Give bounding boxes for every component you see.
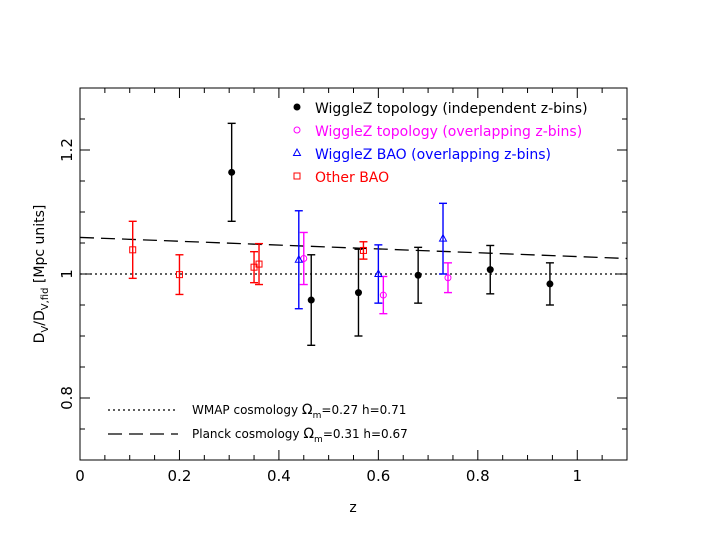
- legend: WiggleZ topology (independent z-bins) Wig…: [292, 101, 588, 186]
- marker-open-triangle: [294, 254, 304, 263]
- x-tick-label: 1: [572, 467, 582, 485]
- data-point: [414, 246, 423, 304]
- data-point: [227, 122, 236, 223]
- marker-filled-circle: [546, 280, 554, 288]
- legend-label: WiggleZ topology (overlapping z-bins): [315, 124, 582, 140]
- planck-dashed-line: [79, 236, 628, 260]
- data-point: [443, 262, 452, 294]
- axis-ticks: 0 0.2 0.4 0.6 0.8 1 0.8 1 1.2: [58, 88, 628, 485]
- legend-label: Other BAO: [315, 170, 389, 186]
- data-point: [486, 244, 495, 295]
- x-axis-label: z: [349, 500, 356, 516]
- marker-open-square: [255, 260, 263, 268]
- data-point: [359, 241, 368, 260]
- data-point: [255, 242, 264, 286]
- marker-filled-circle: [486, 266, 494, 274]
- data-point: [438, 202, 448, 275]
- marker-open-square: [359, 246, 367, 254]
- legend-label: WiggleZ topology (independent z-bins): [315, 101, 588, 117]
- reference-lines: [79, 236, 628, 275]
- marker-filled-circle: [228, 168, 236, 176]
- y-tick-label: 0.8: [58, 386, 76, 410]
- marker-open-square: [129, 246, 137, 254]
- y-axis-label: DV/DV,fid [Mpc units]: [32, 205, 51, 344]
- y-axis-label-text: DV/DV,fid [Mpc units]: [32, 205, 51, 344]
- data-point: [299, 231, 308, 286]
- marker-filled-circle: [414, 271, 422, 279]
- legend-marker: [293, 172, 301, 180]
- data-point: [374, 244, 383, 304]
- legend-marker: [293, 103, 301, 111]
- y-tick-label: 1.2: [58, 138, 76, 162]
- x-tick-label: 0.6: [366, 467, 390, 485]
- legend-marker: [292, 147, 302, 156]
- data-marks: [128, 122, 554, 346]
- data-point: [354, 248, 363, 337]
- marker-filled-circle: [307, 296, 315, 304]
- data-point: [379, 275, 388, 315]
- x-tick-label: 0.8: [466, 467, 490, 485]
- marker-open-square: [175, 271, 183, 279]
- cosmology-label: Planck cosmology Ωm=0.31 h=0.67: [192, 426, 408, 445]
- marker-open-circle: [379, 291, 387, 299]
- x-tick-label: 0: [75, 467, 85, 485]
- marker-open-triangle: [374, 268, 383, 277]
- data-point: [307, 254, 316, 346]
- legend-label: WiggleZ BAO (overlapping z-bins): [315, 147, 551, 163]
- data-point: [294, 210, 304, 310]
- data-point: [175, 254, 184, 296]
- marker-open-circle: [444, 274, 452, 282]
- x-tick-label: 0.2: [168, 467, 192, 485]
- data-point: [545, 262, 554, 306]
- data-point: [128, 220, 137, 280]
- legend-marker: [293, 126, 301, 134]
- x-tick-label: 0.4: [267, 467, 291, 485]
- marker-open-triangle: [438, 233, 448, 242]
- y-tick-label: 1: [58, 269, 76, 279]
- cosmology-label: WMAP cosmology Ωm=0.27 h=0.71: [192, 402, 406, 421]
- marker-filled-circle: [354, 289, 362, 297]
